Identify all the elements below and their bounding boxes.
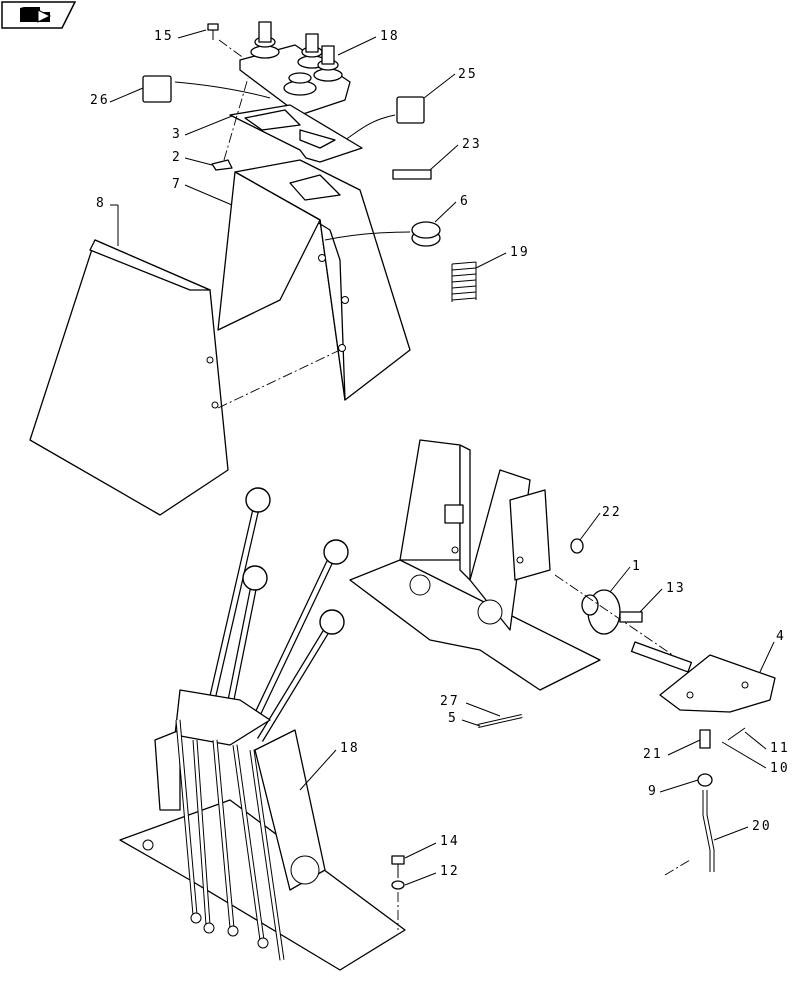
callout-10[interactable]: 10 <box>721 741 790 776</box>
svg-text:14: 14 <box>440 834 460 849</box>
callout-26[interactable]: 26 <box>90 87 144 108</box>
svg-text:26: 26 <box>90 93 110 108</box>
svg-text:8: 8 <box>96 196 106 211</box>
side-cover-8 <box>29 239 229 516</box>
nut-9 <box>697 773 713 787</box>
callout-4[interactable]: 4 <box>759 629 786 673</box>
callout-11[interactable]: 11 <box>744 731 790 756</box>
decal-23 <box>392 169 432 180</box>
lever-boots-18 <box>239 21 351 116</box>
svg-text:5: 5 <box>448 711 458 726</box>
callout-14[interactable]: 14 <box>404 834 460 859</box>
callout-15[interactable]: 15 <box>154 29 207 44</box>
callout-9[interactable]: 9 <box>648 779 699 799</box>
screw-15 <box>207 23 219 40</box>
callout-22[interactable]: 22 <box>579 505 622 541</box>
callout-6[interactable]: 6 <box>434 194 470 223</box>
callout-2[interactable]: 2 <box>172 150 213 166</box>
svg-text:10: 10 <box>770 761 790 776</box>
console-housing-7 <box>217 159 411 401</box>
decal-26 <box>142 75 172 103</box>
bearing-1 <box>581 589 621 635</box>
support-frame <box>349 439 601 691</box>
decal-25 <box>396 96 425 124</box>
plug-6 <box>411 221 441 247</box>
folder-arrow-icon[interactable] <box>1 1 77 29</box>
cotter-pin-11 <box>727 727 746 741</box>
bolt-13 <box>619 611 643 623</box>
svg-text:11: 11 <box>770 741 790 756</box>
callout-1[interactable]: 1 <box>609 559 642 593</box>
callout-3[interactable]: 3 <box>172 115 233 142</box>
svg-text:18: 18 <box>340 741 360 756</box>
clevis-21 <box>699 729 711 749</box>
svg-text:12: 12 <box>440 864 460 879</box>
callout-18-lower[interactable]: 18 <box>299 741 360 791</box>
svg-text:18: 18 <box>380 29 400 44</box>
callout-7[interactable]: 7 <box>172 177 233 206</box>
svg-text:15: 15 <box>154 29 174 44</box>
svg-text:23: 23 <box>462 137 482 152</box>
callout-18-upper[interactable]: 18 <box>337 29 400 56</box>
screw-14 <box>391 855 405 878</box>
clip-2 <box>211 159 233 171</box>
svg-text:13: 13 <box>666 581 686 596</box>
svg-text:27: 27 <box>440 694 460 709</box>
svg-text:3: 3 <box>172 127 182 142</box>
svg-text:7: 7 <box>172 177 182 192</box>
lever-valve-assembly <box>119 487 406 971</box>
callout-12[interactable]: 12 <box>404 864 460 886</box>
callout-19[interactable]: 19 <box>475 245 530 269</box>
shift-arm-4 <box>630 641 776 713</box>
svg-text:20: 20 <box>752 819 772 834</box>
callout-13[interactable]: 13 <box>639 581 686 613</box>
svg-text:4: 4 <box>776 629 786 644</box>
cover-plate-3 <box>229 104 363 163</box>
svg-text:25: 25 <box>458 67 478 82</box>
svg-text:1: 1 <box>632 559 642 574</box>
callout-27[interactable]: 27 <box>440 694 501 717</box>
callout-8[interactable]: 8 <box>96 196 119 246</box>
callout-25[interactable]: 25 <box>423 67 478 99</box>
svg-text:19: 19 <box>510 245 530 260</box>
svg-text:22: 22 <box>602 505 622 520</box>
washer-12 <box>391 880 405 890</box>
callout-23[interactable]: 23 <box>429 137 482 171</box>
svg-text:6: 6 <box>460 194 470 209</box>
pin-27 <box>477 715 523 727</box>
svg-text:9: 9 <box>648 784 658 799</box>
spring-19 <box>451 260 477 306</box>
svg-text:2: 2 <box>172 150 182 165</box>
svg-text:21: 21 <box>643 747 663 762</box>
callout-5[interactable]: 5 <box>448 711 481 727</box>
callout-20[interactable]: 20 <box>713 819 772 841</box>
circlip-22 <box>570 538 584 554</box>
callout-21[interactable]: 21 <box>643 739 701 762</box>
